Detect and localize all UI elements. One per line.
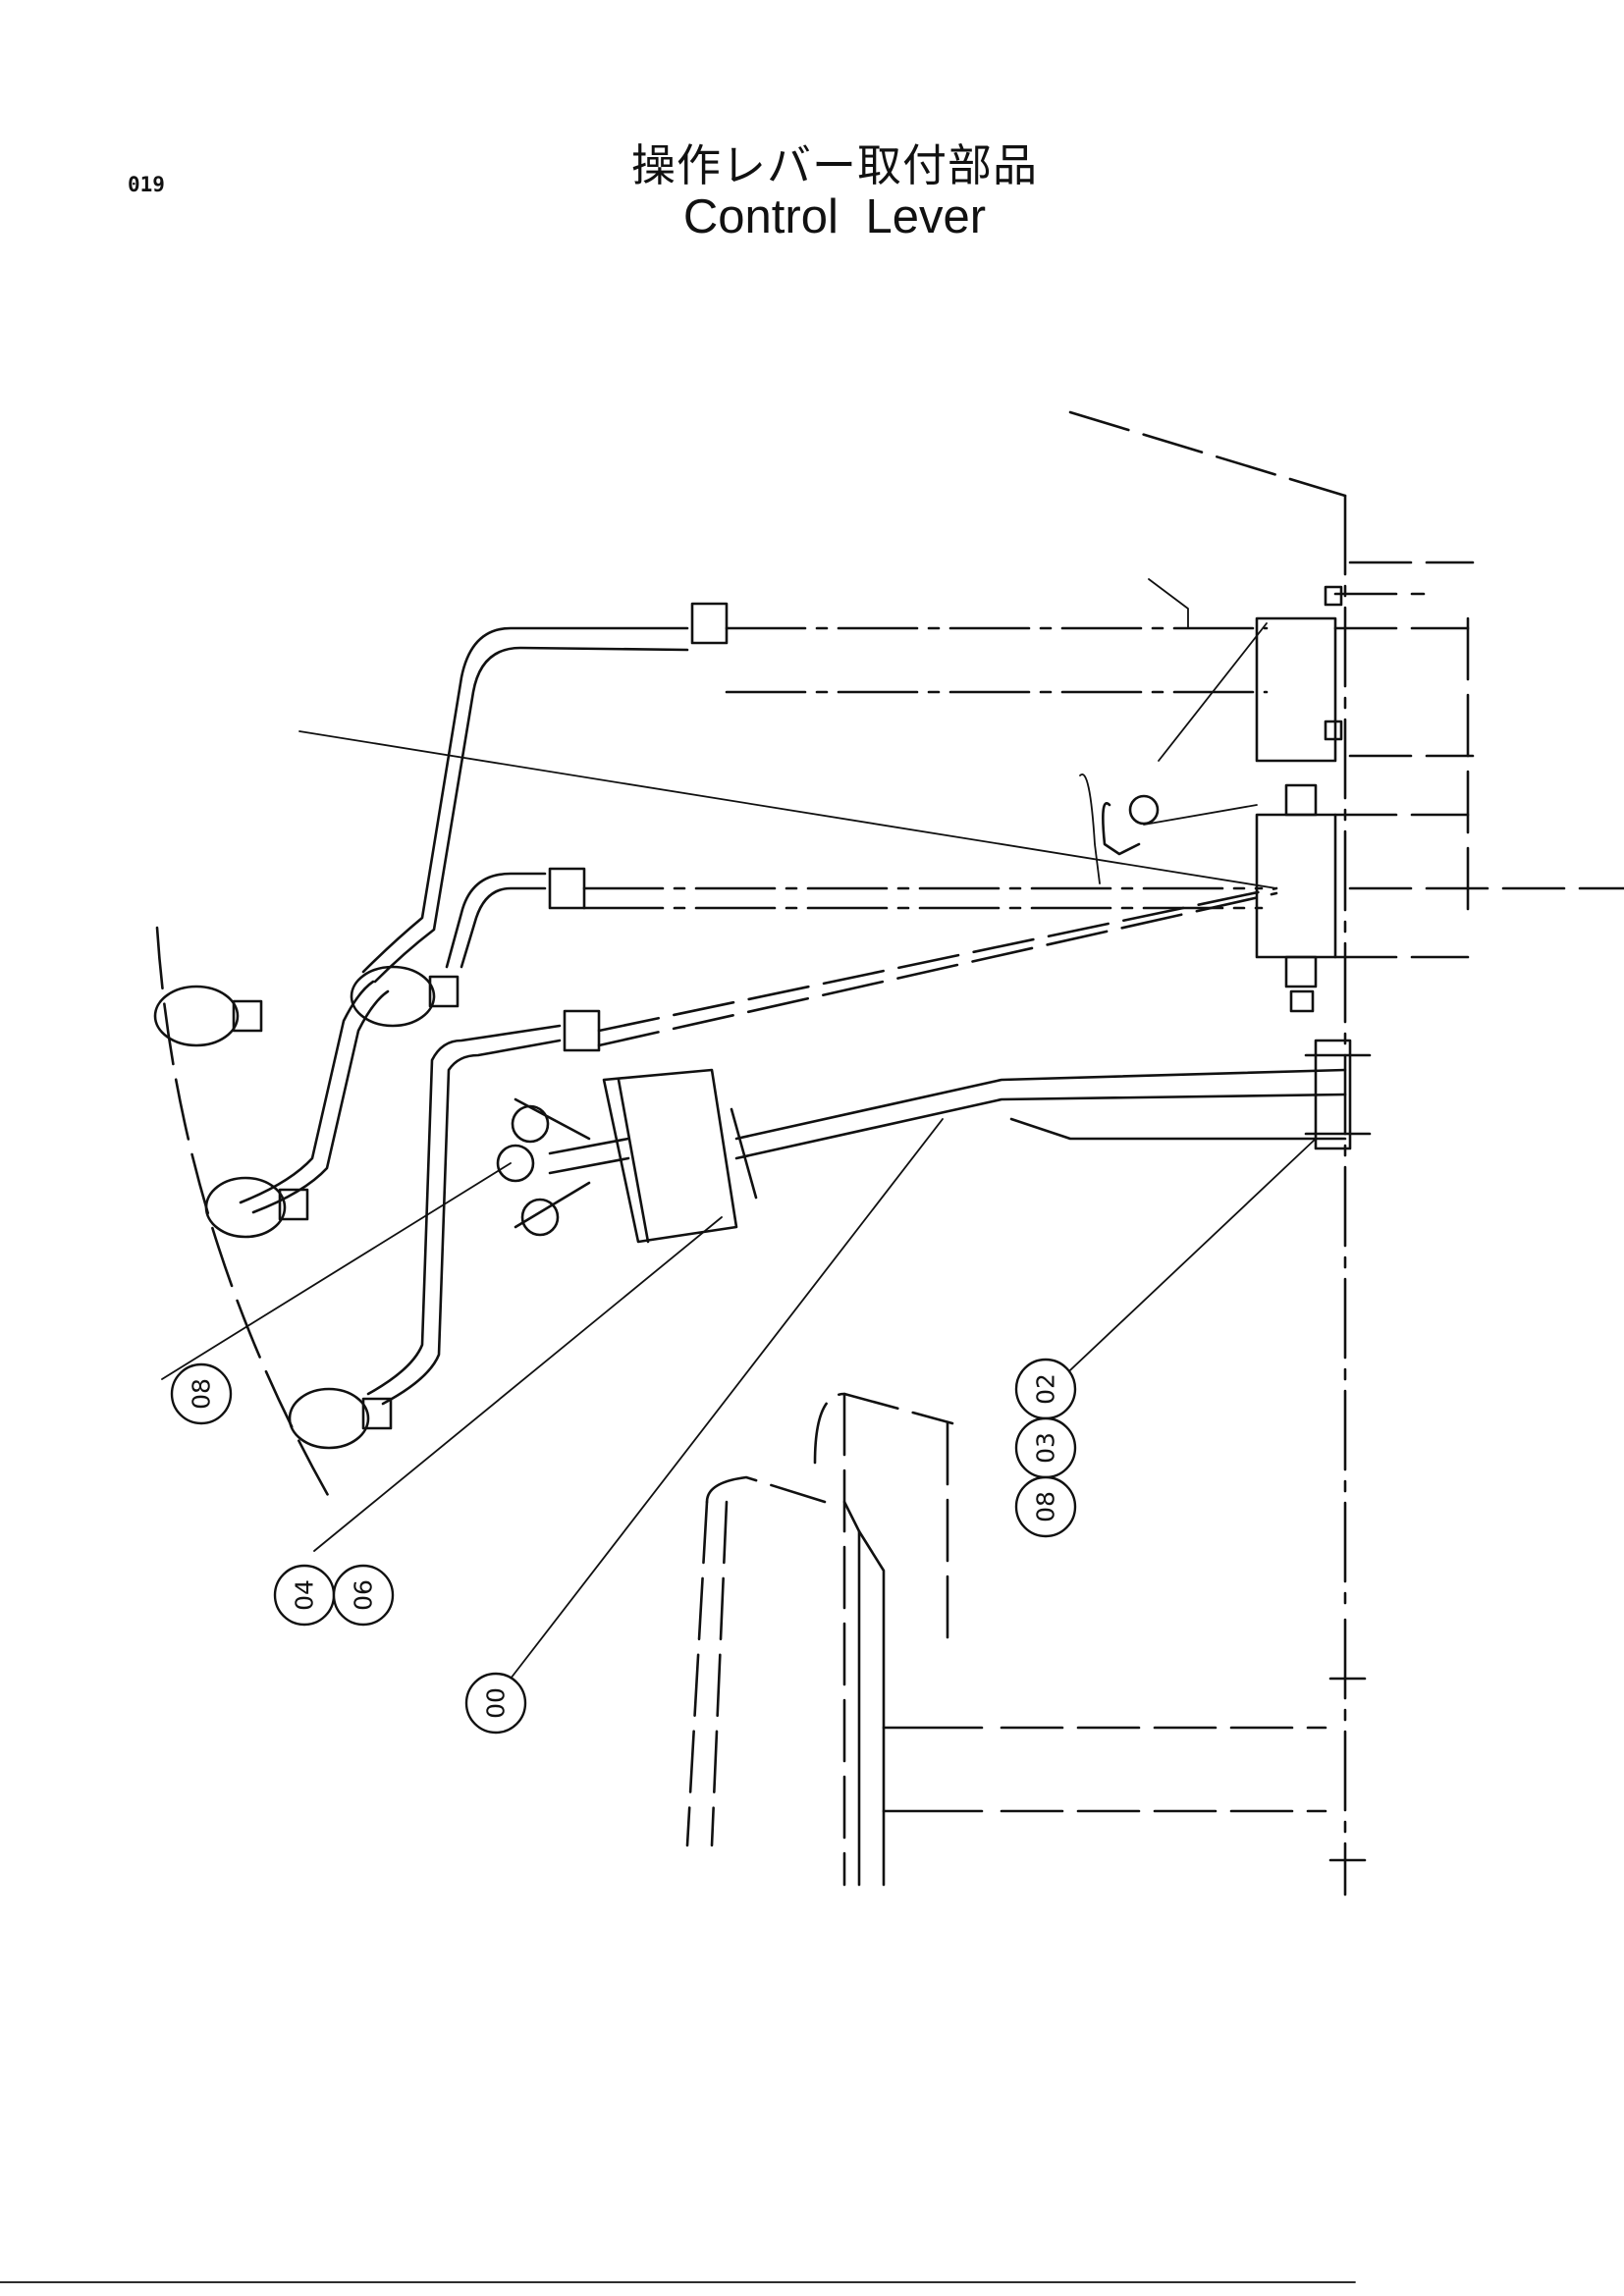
- console-outline: [155, 926, 331, 1499]
- callout-label: 03: [1032, 1432, 1060, 1464]
- callout-08-right: 08: [1014, 1475, 1077, 1538]
- callout-03: 03: [1014, 1416, 1077, 1479]
- pilot-hoses: [239, 602, 1278, 1406]
- callout-02: 02: [1014, 1358, 1077, 1420]
- callout-label: 08: [188, 1378, 216, 1410]
- leader-lines: [161, 578, 1317, 1680]
- cab-frame: [1068, 410, 1624, 1896]
- callout-label: 06: [350, 1579, 378, 1611]
- callout-label: 08: [1032, 1491, 1060, 1522]
- page-number: 019: [128, 173, 165, 196]
- floor-structure: [685, 1392, 1327, 1887]
- callout-08-left: 08: [170, 1362, 233, 1425]
- control-lever: [496, 1039, 1372, 1244]
- title-japanese: 操作レバー取付部品: [630, 139, 1038, 191]
- valve-details: [298, 730, 1277, 889]
- pilot-valve-block: [1255, 585, 1470, 1013]
- callout-04: 04: [273, 1564, 336, 1627]
- callout-label: 02: [1032, 1373, 1060, 1405]
- hose-fittings: [153, 965, 460, 1450]
- callout-label: 04: [291, 1579, 319, 1611]
- callout-label: 00: [482, 1687, 511, 1719]
- callout-06: 06: [332, 1564, 395, 1627]
- callout-00: 00: [464, 1672, 527, 1735]
- title-english: Control Lever: [682, 190, 987, 243]
